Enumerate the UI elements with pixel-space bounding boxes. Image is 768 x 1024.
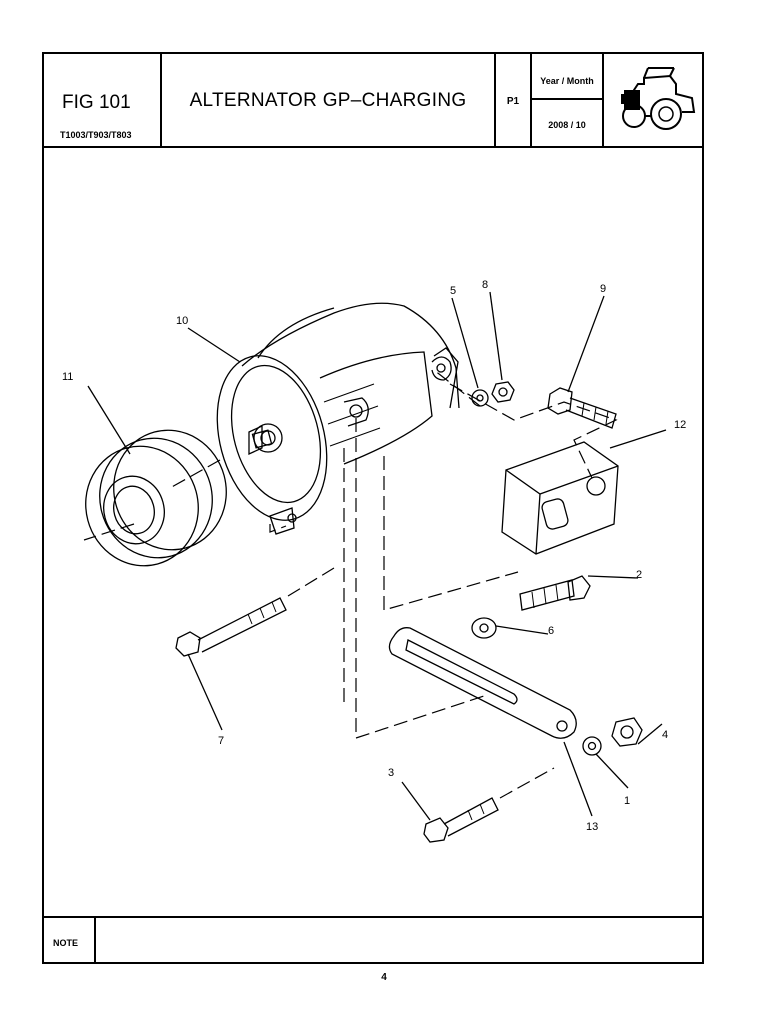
callout-4: 4 [662,729,668,741]
parts-diagram: 5 8 9 10 11 12 2 6 7 4 1 13 3 [44,148,702,916]
tractor-icon [604,54,702,146]
alternator [216,302,460,535]
note-row: NOTE [44,916,702,964]
callout-9: 9 [600,283,606,295]
callout-11: 11 [62,371,73,383]
bolt-3 [423,797,499,843]
year-month-cell: Year / Month 2008 / 10 [532,54,604,146]
divider [532,98,602,100]
callout-5: 5 [450,285,456,297]
bolt-7 [175,597,287,657]
callout-7: 7 [218,735,224,747]
callout-12: 12 [674,419,686,431]
callout-13: 13 [586,821,598,833]
page-number: 4 [381,972,387,983]
nut-8 [491,381,515,403]
exploded-view: 5 8 9 10 11 12 2 6 7 4 1 13 3 [62,279,686,843]
page-code: P1 [506,96,520,107]
washer-1 [582,736,602,756]
drawing-frame: FIG 101 T1003/T903/T803 ALTERNATOR GP–CH… [42,52,704,964]
callout-2: 2 [636,569,642,581]
figure-cell: FIG 101 T1003/T903/T803 [44,54,162,146]
pulley [85,429,227,567]
header-block: FIG 101 T1003/T903/T803 ALTERNATOR GP–CH… [44,54,702,148]
callout-6: 6 [548,625,554,637]
adjusting-strap-13 [388,627,577,739]
year-month-label: Year / Month [540,76,594,86]
washer-6 [471,617,497,639]
leader-lines [87,291,667,821]
bracket-12 [501,441,619,555]
year-month-value: 2008 / 10 [548,120,586,130]
title-cell: ALTERNATOR GP–CHARGING [162,54,496,146]
assembly-lines [83,369,618,799]
callout-8: 8 [482,279,488,291]
callout-3: 3 [388,767,394,779]
page-code-cell: P1 [496,54,532,146]
callout-1: 1 [624,795,630,807]
bolt-2 [519,575,591,611]
figure-number: FIG 101 [62,92,131,113]
callout-10: 10 [176,315,188,327]
callout-numbers: 5 8 9 10 11 12 2 6 7 4 1 13 3 [62,279,686,833]
page-title: ALTERNATOR GP–CHARGING [189,90,467,111]
model-list: T1003/T903/T803 [60,130,132,140]
note-label: NOTE [44,918,96,964]
nut-4 [611,717,643,747]
